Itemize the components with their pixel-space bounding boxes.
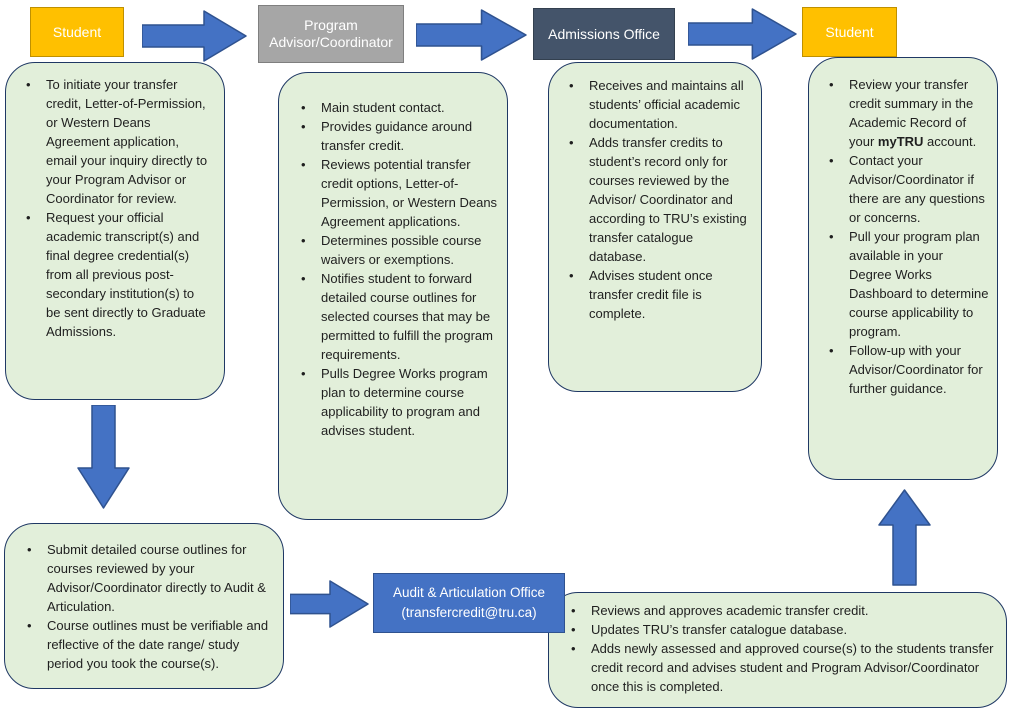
- bullet-item: Adds transfer credits to student’s recor…: [563, 133, 751, 266]
- bullet-item: Notifies student to forward detailed cou…: [295, 269, 499, 364]
- bullet-item: Contact your Advisor/Coordinator if ther…: [823, 151, 989, 227]
- arrow-right-icon-1: [142, 10, 247, 62]
- bullet-item: Follow-up with your Advisor/Coordinator …: [823, 341, 989, 398]
- header-program-advisor: Program Advisor/Coordinator: [258, 5, 404, 63]
- header-student-2-label: Student: [825, 23, 874, 40]
- bullet-item: Course outlines must be verifiable and r…: [21, 616, 275, 673]
- arrow-right-icon-2: [416, 9, 527, 61]
- audit-articulation-office-box: Audit & Articulation Office (transfercre…: [373, 573, 565, 633]
- bullet-item: Reviews and approves academic transfer c…: [565, 601, 998, 620]
- student-initiate-box: To initiate your transfer credit, Letter…: [5, 62, 225, 400]
- bullet-item: To initiate your transfer credit, Letter…: [20, 75, 212, 208]
- header-student-2: Student: [802, 7, 897, 57]
- bullet-item: Submit detailed course outlines for cour…: [21, 540, 275, 616]
- bullet-item: Updates TRU’s transfer catalogue databas…: [565, 620, 998, 639]
- bullet-item: Review your transfer credit summary in t…: [823, 75, 989, 151]
- bullet-list: Submit detailed course outlines for cour…: [21, 540, 275, 673]
- bullet-item: Pulls Degree Works program plan to deter…: [295, 364, 499, 440]
- header-student-1-label: Student: [52, 23, 102, 40]
- audit-office-email: (transfercredit@tru.ca): [401, 605, 537, 620]
- header-program-advisor-label: Program Advisor/Coordinator: [269, 17, 393, 50]
- bullet-item: Receives and maintains all students’ off…: [563, 76, 751, 133]
- bullet-item: Adds newly assessed and approved course(…: [565, 639, 998, 696]
- bullet-list: Review your transfer credit summary in t…: [823, 75, 989, 398]
- header-student-1: Student: [30, 7, 124, 57]
- arrow-right-icon-3: [688, 8, 797, 60]
- bullet-list: Receives and maintains all students’ off…: [563, 76, 751, 323]
- arrow-down-icon: [77, 405, 130, 509]
- bullet-item: Reviews potential transfer credit option…: [295, 155, 499, 231]
- arrow-up-icon: [878, 489, 931, 586]
- bullet-list: Main student contact.Provides guidance a…: [295, 98, 499, 440]
- bullet-item: Main student contact.: [295, 98, 499, 117]
- bullet-item: Pull your program plan available in your…: [823, 227, 989, 341]
- header-admissions-office: Admissions Office: [533, 8, 675, 60]
- bullet-item: Provides guidance around transfer credit…: [295, 117, 499, 155]
- advisor-box: Main student contact.Provides guidance a…: [278, 72, 508, 520]
- audit-review-box: Reviews and approves academic transfer c…: [548, 592, 1007, 708]
- student-review-box: Review your transfer credit summary in t…: [808, 57, 998, 480]
- bullet-item: Advises student once transfer credit fil…: [563, 266, 751, 323]
- submit-outlines-box: Submit detailed course outlines for cour…: [4, 523, 284, 689]
- bullet-list: Reviews and approves academic transfer c…: [565, 601, 998, 696]
- bullet-item: Request your official academic transcrip…: [20, 208, 212, 341]
- bullet-item: Determines possible course waivers or ex…: [295, 231, 499, 269]
- header-admissions-office-label: Admissions Office: [548, 25, 660, 42]
- admissions-box: Receives and maintains all students’ off…: [548, 62, 762, 392]
- audit-office-label: Audit & Articulation Office: [392, 585, 546, 600]
- bullet-list: To initiate your transfer credit, Letter…: [20, 75, 212, 341]
- arrow-right-icon-4: [290, 579, 370, 629]
